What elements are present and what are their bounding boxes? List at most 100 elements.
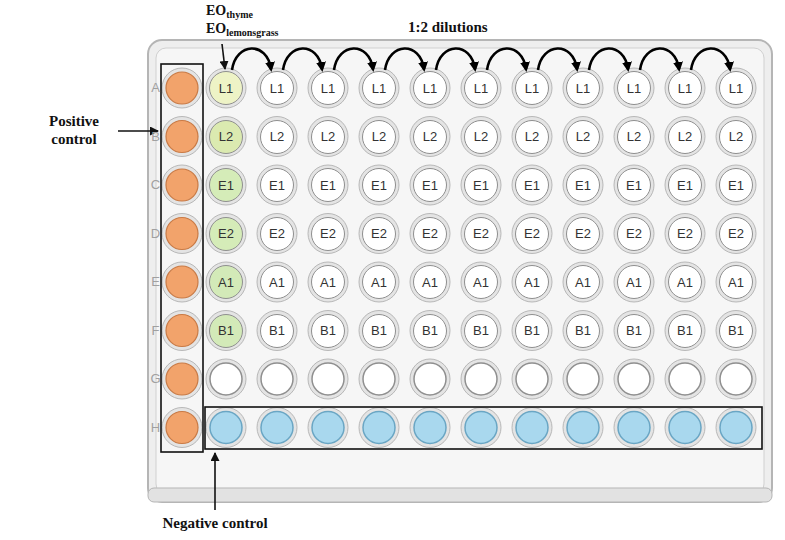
sample-well: E1 (464, 168, 498, 202)
well-ring (665, 165, 705, 205)
well-label: L1 (219, 81, 233, 96)
positive-control-box (161, 64, 203, 452)
well-label: B1 (626, 323, 642, 338)
well-ring (563, 408, 603, 448)
plate-top (156, 48, 764, 494)
sample-well: B1 (464, 314, 498, 348)
well-ring (257, 359, 297, 399)
well-label: E1 (728, 178, 744, 193)
sample-well: A1 (515, 265, 549, 299)
well-label: L1 (423, 81, 437, 96)
sample-well: L1 (668, 71, 702, 105)
well-label: E2 (269, 226, 285, 241)
empty-well (363, 363, 395, 395)
well-label: E1 (626, 178, 642, 193)
row-letter: E (150, 274, 161, 289)
well-label: B1 (320, 323, 336, 338)
empty-well (210, 363, 242, 395)
negative-control-well (618, 412, 650, 444)
well-ring (665, 408, 705, 448)
well-ring (162, 165, 202, 205)
well-label: E1 (575, 178, 591, 193)
sample-well: L2 (209, 120, 243, 154)
well-ring (410, 408, 450, 448)
sample-well: A1 (362, 265, 396, 299)
sample-well: A1 (617, 265, 651, 299)
well-ring (716, 68, 756, 108)
sample-well: L2 (668, 120, 702, 154)
well-ring (716, 117, 756, 157)
well-ring (563, 165, 603, 205)
empty-well (669, 363, 701, 395)
negative-control-well (414, 412, 446, 444)
well-ring (614, 68, 654, 108)
well-label: L2 (576, 129, 590, 144)
well-ring (410, 117, 450, 157)
sample-well: B1 (362, 314, 396, 348)
well-ring (563, 311, 603, 351)
sample-well: E1 (209, 168, 243, 202)
well-label: E2 (575, 226, 591, 241)
sample-well: A1 (209, 265, 243, 299)
positive-control-well (166, 412, 198, 444)
sample-well: E2 (464, 217, 498, 251)
well-ring (162, 359, 202, 399)
well-ring (512, 408, 552, 448)
negative-control-well (363, 412, 395, 444)
sample-well: A1 (719, 265, 753, 299)
well-label: A1 (575, 275, 591, 290)
well-label: A1 (728, 275, 744, 290)
sample-well: E2 (311, 217, 345, 251)
sample-well: E2 (362, 217, 396, 251)
oil-label: EO (206, 21, 226, 36)
well-ring (410, 165, 450, 205)
sample-well: L1 (260, 71, 294, 105)
well-ring (206, 359, 246, 399)
dilution-arrow (538, 48, 577, 70)
well-label: E1 (422, 178, 438, 193)
dilution-arrow (283, 48, 322, 70)
negative-control-box (205, 407, 762, 449)
well-label: B1 (524, 323, 540, 338)
well-label: A1 (218, 275, 234, 290)
well-ring (308, 68, 348, 108)
row-letter: D (150, 226, 161, 241)
sample-well: E1 (362, 168, 396, 202)
well-ring (461, 165, 501, 205)
well-ring (665, 359, 705, 399)
well-ring (257, 117, 297, 157)
positive-control-well (166, 315, 198, 347)
sample-well: E2 (719, 217, 753, 251)
well-ring (206, 68, 246, 108)
empty-well (567, 363, 599, 395)
well-ring (716, 165, 756, 205)
well-label: A1 (269, 275, 285, 290)
well-ring (563, 262, 603, 302)
well-label: E2 (320, 226, 336, 241)
well-ring (359, 214, 399, 254)
well-label: L2 (372, 129, 386, 144)
row-letter: C (150, 177, 161, 192)
negative-control-well (720, 412, 752, 444)
well-ring (162, 117, 202, 157)
sample-well: L1 (566, 71, 600, 105)
positive-control-well (166, 363, 198, 395)
sample-well: E1 (515, 168, 549, 202)
well-ring (410, 311, 450, 351)
plate-body (148, 40, 772, 502)
well-ring (410, 359, 450, 399)
well-label: E2 (626, 226, 642, 241)
sample-well: A1 (311, 265, 345, 299)
negative-control-well (210, 412, 242, 444)
sample-well: L1 (617, 71, 651, 105)
well-ring (512, 165, 552, 205)
well-ring (308, 117, 348, 157)
sample-well: B1 (311, 314, 345, 348)
well-label: A1 (626, 275, 642, 290)
sample-well: B1 (668, 314, 702, 348)
well-ring (614, 311, 654, 351)
well-label: E1 (218, 178, 234, 193)
sample-well: B1 (566, 314, 600, 348)
well-label: E1 (371, 178, 387, 193)
well-label: B1 (371, 323, 387, 338)
